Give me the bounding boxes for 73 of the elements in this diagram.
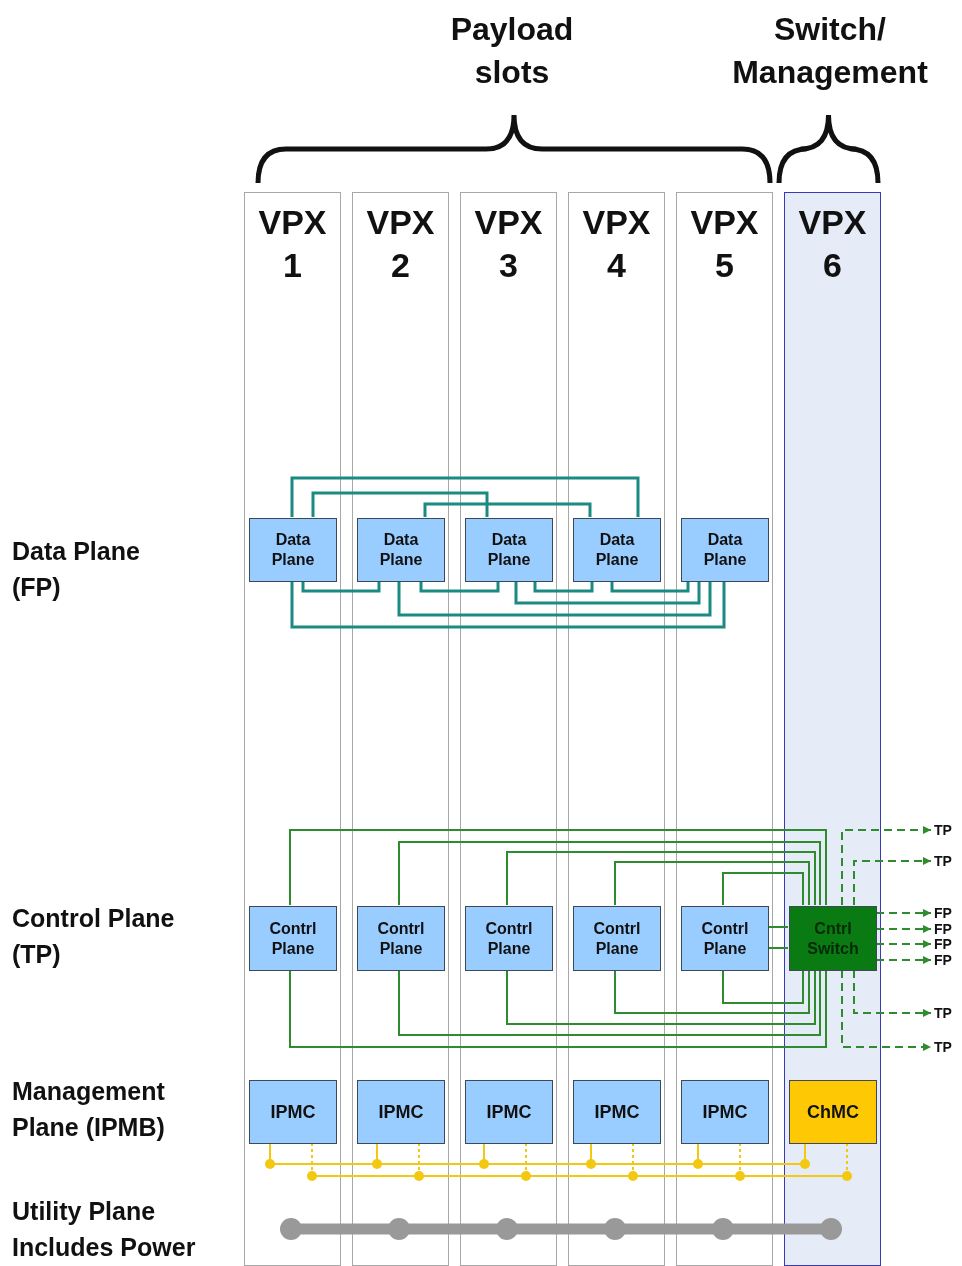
connector-line — [289, 829, 827, 906]
connector-line — [722, 872, 804, 906]
port-label: FP — [934, 921, 952, 937]
port-label: TP — [934, 853, 952, 869]
connector-line — [311, 491, 489, 517]
plane-label: Data Plane (FP) — [12, 536, 141, 603]
connector-line — [767, 926, 789, 928]
switch-box: Cntrl Switch — [789, 906, 877, 971]
connector-line — [767, 947, 789, 949]
payload-slot-column — [352, 192, 449, 1266]
controller-box: IPMC — [465, 1080, 553, 1144]
plane-label: Management Plane (IPMB) — [12, 1076, 166, 1143]
arrow — [875, 909, 932, 917]
plane-box: Data Plane — [681, 518, 769, 582]
port-label: FP — [934, 905, 952, 921]
connector-line — [506, 851, 816, 906]
slot-heading: VPX 3 — [473, 202, 544, 286]
arrow — [875, 956, 932, 964]
slot-heading: VPX 5 — [689, 202, 760, 286]
slot-heading: VPX 6 — [797, 202, 868, 286]
arrow — [853, 857, 932, 906]
connector-line — [290, 581, 726, 629]
controller-box: ChMC — [789, 1080, 877, 1144]
port-label: FP — [934, 936, 952, 952]
connector-line — [398, 841, 821, 906]
connector-line — [290, 476, 640, 517]
port-label: FP — [934, 952, 952, 968]
connector-line — [533, 581, 594, 593]
payload-slot-column — [568, 192, 665, 1266]
plane-box: Contrl Plane — [681, 906, 769, 971]
connector-line — [614, 969, 810, 1014]
group-heading: Switch/ Management — [731, 10, 929, 92]
plane-label: Utility Plane Includes Power — [12, 1196, 197, 1263]
controller-box: IPMC — [249, 1080, 337, 1144]
plane-box: Data Plane — [573, 518, 661, 582]
payload-slot-column — [676, 192, 773, 1266]
plane-box: Contrl Plane — [465, 906, 553, 971]
port-label: TP — [934, 822, 952, 838]
arrow — [853, 969, 932, 1017]
port-label: TP — [934, 1039, 952, 1055]
slot-heading: VPX 4 — [581, 202, 652, 286]
slot-heading: VPX 1 — [257, 202, 328, 286]
connector-line — [289, 969, 827, 1048]
arrow — [841, 826, 932, 906]
connector-line — [423, 502, 592, 517]
arrow — [841, 969, 932, 1051]
payload-slot-column — [460, 192, 557, 1266]
plane-box: Data Plane — [249, 518, 337, 582]
payload-slot-column — [244, 192, 341, 1266]
connector-line — [397, 581, 712, 617]
controller-box: IPMC — [573, 1080, 661, 1144]
plane-box: Contrl Plane — [573, 906, 661, 971]
group-heading: Payload slots — [449, 10, 575, 92]
connector-line — [506, 969, 816, 1025]
arrow — [875, 925, 932, 933]
switch-slot-column — [784, 192, 881, 1266]
arrow — [875, 940, 932, 948]
plane-box: Contrl Plane — [357, 906, 445, 971]
connector-line — [610, 581, 690, 593]
connector-line — [614, 861, 810, 906]
controller-box: IPMC — [681, 1080, 769, 1144]
plane-label: Control Plane (TP) — [12, 903, 176, 970]
plane-box: Data Plane — [465, 518, 553, 582]
connector-line — [514, 581, 701, 605]
connector-line — [722, 969, 804, 1004]
connector-line — [419, 581, 500, 593]
connector-line — [301, 581, 381, 593]
plane-box: Contrl Plane — [249, 906, 337, 971]
controller-box: IPMC — [357, 1080, 445, 1144]
connector-line — [398, 969, 821, 1036]
plane-box: Data Plane — [357, 518, 445, 582]
port-label: TP — [934, 1005, 952, 1021]
slot-heading: VPX 2 — [365, 202, 436, 286]
